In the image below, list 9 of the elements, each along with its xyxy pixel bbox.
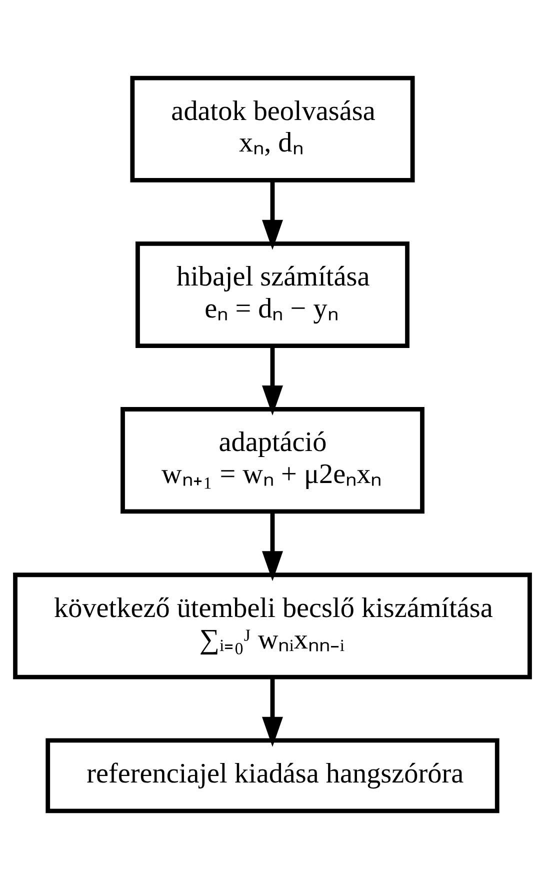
node-box: referenciajel kiadása hangszóróra [46,738,500,813]
arrow [262,346,283,415]
arrow [262,511,283,581]
node-box: következő ütembeli becslő kiszámítása ∑ᵢ₌₀ᴶ wₙᵢxₙₙ₋ᵢ [13,572,532,679]
arrow [262,180,283,250]
node-box: adaptáció wₙ₊₁ = wₙ + μ2eₙxₙ [120,406,424,514]
node-box: hibajel számítása eₙ = dₙ − yₙ [136,240,410,348]
arrow [262,676,283,746]
node-box: adatok beolvasása xₙ, dₙ [130,75,415,182]
